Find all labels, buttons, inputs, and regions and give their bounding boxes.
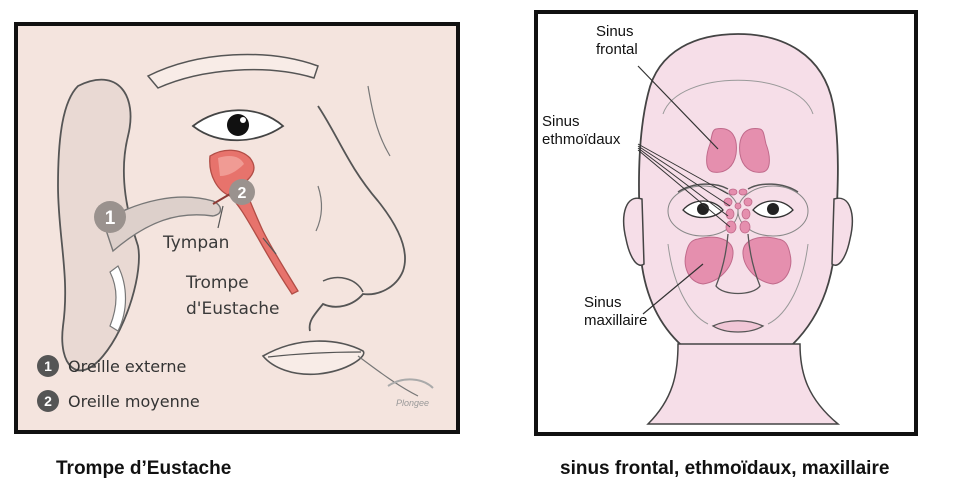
label-frontal-line2: frontal bbox=[596, 41, 638, 58]
frontal-sinus-left bbox=[706, 128, 737, 173]
watermark-text: Plongee bbox=[396, 398, 429, 408]
label-ethmoid-line1: Sinus bbox=[542, 113, 580, 130]
pupil bbox=[227, 114, 249, 136]
ear-diagram-panel: 1 2 Tympan Trompe d'Eustache 1 Oreille e… bbox=[14, 22, 460, 434]
label-maxillary-line2: maxillaire bbox=[584, 312, 647, 329]
watermark-logo bbox=[387, 378, 434, 389]
marker-1 bbox=[94, 201, 126, 233]
nose-outline bbox=[715, 233, 761, 295]
label-maxillary-line1: Sinus bbox=[584, 294, 622, 311]
legend-marker-2 bbox=[37, 390, 59, 412]
mouth-outline bbox=[711, 320, 765, 333]
marker-2 bbox=[229, 179, 255, 205]
label-ethmoid-line2: ethmoïdaux bbox=[542, 131, 621, 148]
svg-text:2: 2 bbox=[44, 393, 52, 409]
legend-marker-1 bbox=[37, 355, 59, 377]
head-outline bbox=[638, 33, 839, 370]
svg-text:2: 2 bbox=[238, 185, 247, 202]
ear-illustration: 1 2 Tympan Trompe d'Eustache 1 Oreille e… bbox=[18, 26, 456, 430]
sinus-illustration: Sinus frontal Sinus ethmoïdaux Sinus max… bbox=[538, 14, 914, 432]
svg-text:1: 1 bbox=[105, 208, 116, 229]
frontal-sinus-right bbox=[739, 128, 770, 173]
legend-item-1: Oreille externe bbox=[68, 357, 186, 376]
ear-canal bbox=[102, 196, 222, 253]
caption-sinuses: sinus frontal, ethmoïdaux, maxillaire bbox=[560, 458, 890, 479]
label-trompe-line1: Trompe bbox=[185, 273, 249, 293]
nose-outline bbox=[308, 105, 406, 332]
caption-eustachian-tube: Trompe d’Eustache bbox=[56, 458, 232, 479]
legend-item-2: Oreille moyenne bbox=[68, 392, 200, 411]
label-frontal-line1: Sinus bbox=[596, 23, 634, 40]
svg-text:1: 1 bbox=[44, 358, 52, 374]
neck bbox=[646, 343, 841, 425]
label-trompe-line2: d'Eustache bbox=[186, 299, 280, 319]
ethmoid-sinus-cells bbox=[723, 188, 753, 234]
tympan-membrane bbox=[212, 193, 231, 205]
label-tympan: Tympan bbox=[162, 233, 229, 253]
sinus-diagram-panel: Sinus frontal Sinus ethmoïdaux Sinus max… bbox=[534, 10, 918, 436]
